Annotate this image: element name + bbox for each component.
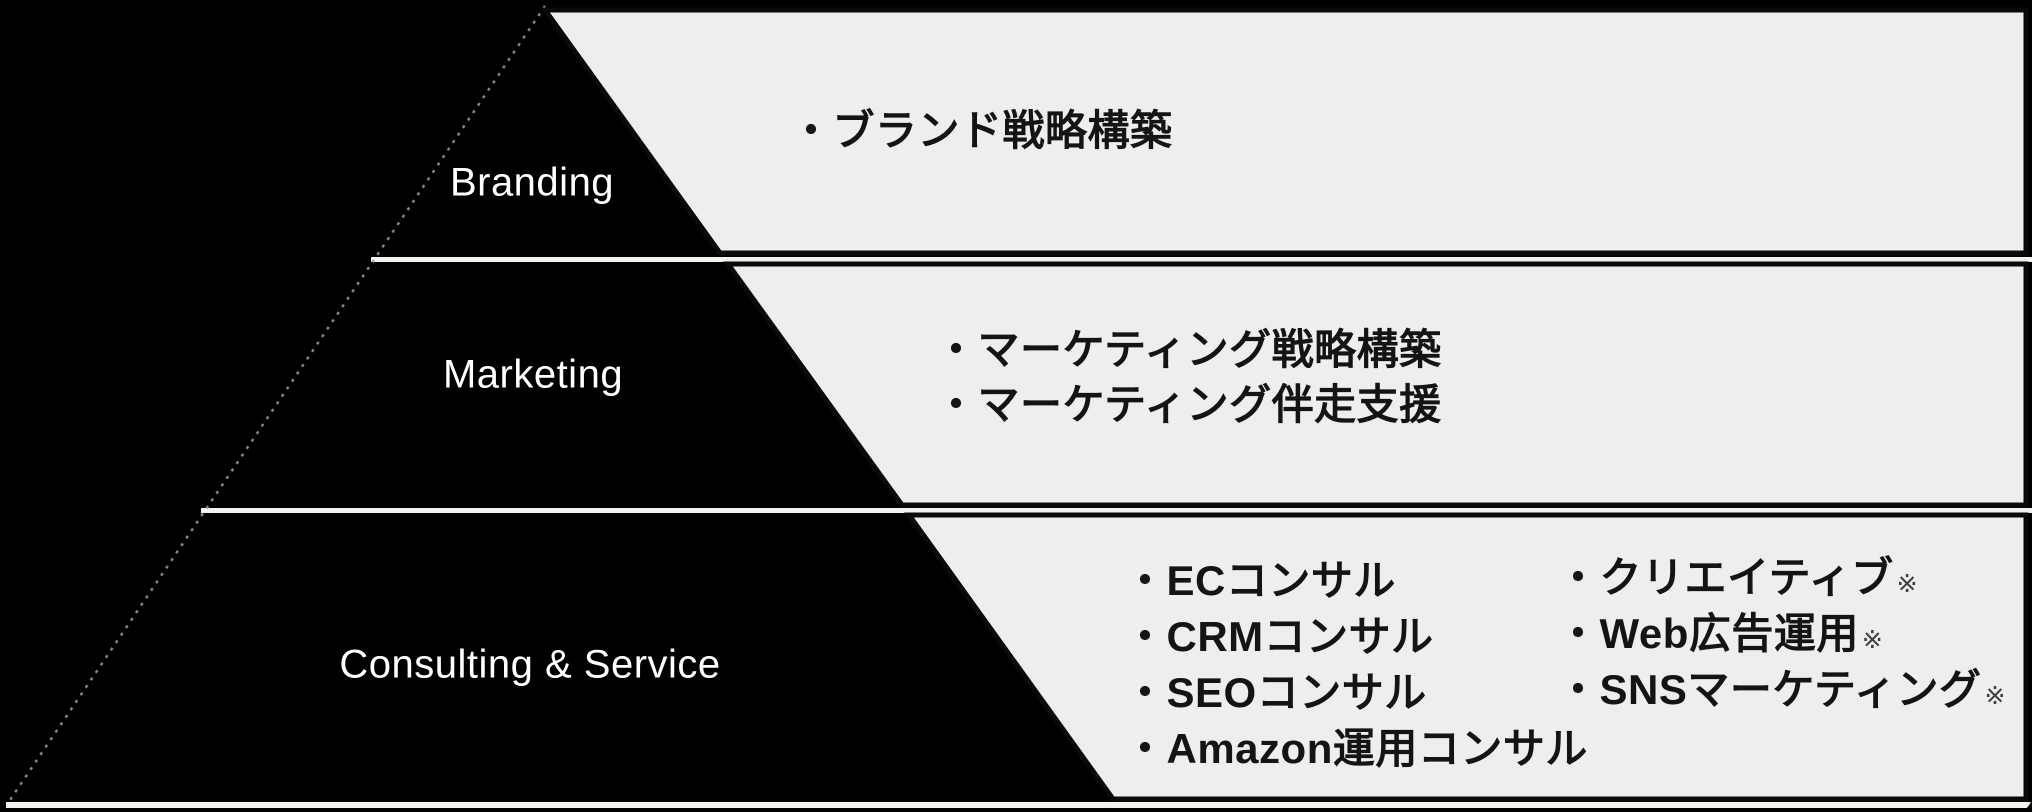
- bullet-item: ・SEOコンサル: [1124, 665, 1588, 721]
- bullet-item: ・マーケティング戦略構築: [935, 322, 1442, 377]
- tier-panel-marketing: [723, 261, 2029, 508]
- bullet-item-text: ・ECコンサル: [1124, 557, 1396, 604]
- bullet-item: ・Amazon運用コンサル: [1124, 721, 1588, 777]
- bottom-edge-line: [6, 802, 2032, 808]
- bullet-item: ・Web広告運用※: [1557, 606, 2006, 662]
- bullet-item-text: ・ブランド戦略構築: [790, 107, 1173, 154]
- tier-panel-consulting: [904, 512, 2029, 802]
- bullet-item: ・ブランド戦略構築: [790, 103, 1173, 159]
- bullet-item: ・SNSマーケティング※: [1557, 662, 2006, 718]
- bullet-item-text: ・CRMコンサル: [1124, 613, 1434, 660]
- marketing-items: ・マーケティング戦略構築・マーケティング伴走支援: [935, 322, 1442, 432]
- bullet-item-text: ・クリエイティブ: [1557, 554, 1894, 601]
- note-asterisk: ※: [1984, 682, 2006, 710]
- consulting-items-col1: ・ECコンサル・CRMコンサル・SEOコンサル・Amazon運用コンサル: [1124, 553, 1588, 777]
- bullet-item-text: ・Web広告運用: [1557, 610, 1859, 657]
- bullet-item: ・CRMコンサル: [1124, 609, 1588, 665]
- bullet-item: ・クリエイティブ※: [1557, 550, 2006, 606]
- tier-label-consulting: Consulting & Service: [339, 642, 721, 687]
- note-asterisk: ※: [1896, 570, 1919, 598]
- bullet-item-text: ・マーケティング伴走支援: [935, 381, 1442, 428]
- tier-label-marketing: Marketing: [442, 352, 624, 397]
- bullet-item-text: ・Amazon運用コンサル: [1124, 725, 1588, 772]
- pyramid-left-edge: [8, 5, 547, 801]
- bullet-item-text: ・マーケティング戦略構築: [935, 326, 1442, 373]
- bullet-item: ・ECコンサル: [1124, 553, 1588, 609]
- tier-panel-branding: [540, 7, 2029, 256]
- bullet-item: ・マーケティング伴走支援: [935, 377, 1442, 432]
- note-asterisk: ※: [1861, 626, 1884, 654]
- separator-line-1: [371, 257, 2032, 262]
- tier-label-branding: Branding: [449, 160, 615, 205]
- consulting-items-col2: ・クリエイティブ※・Web広告運用※・SNSマーケティング※: [1557, 550, 2006, 718]
- bullet-item-text: ・SEOコンサル: [1124, 669, 1427, 716]
- branding-items: ・ブランド戦略構築: [790, 103, 1173, 159]
- bullet-item-text: ・SNSマーケティング: [1557, 666, 1982, 713]
- separator-line-2: [201, 508, 2032, 513]
